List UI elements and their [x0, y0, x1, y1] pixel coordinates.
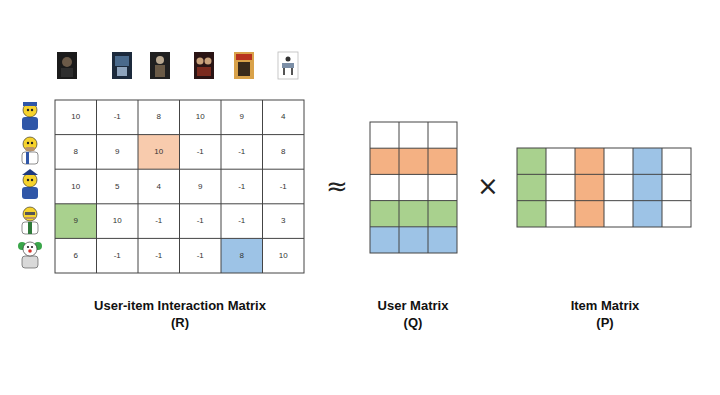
matrix-cell-value: 6 — [74, 252, 78, 260]
matrix-symbol: (P) — [596, 316, 613, 329]
user-row-orange — [370, 148, 457, 174]
matrix-cell-value: -1 — [280, 183, 287, 191]
user-avatar — [22, 137, 38, 164]
item-col-orange — [575, 148, 604, 227]
matrix-caption: Item Matrix — [571, 299, 640, 312]
movie-poster — [150, 52, 170, 79]
matrix-cell-value: -1 — [197, 252, 204, 260]
user-matrix-grid — [370, 122, 457, 253]
user-avatar — [22, 207, 38, 234]
matrix-cell-value: 10 — [196, 113, 205, 121]
matrix-cell-value: -1 — [197, 148, 204, 156]
matrix-cell-value: 9 — [74, 217, 78, 225]
movie-poster — [112, 52, 132, 79]
matrix-cell-value: -1 — [238, 148, 245, 156]
matrix-cell-value: 8 — [240, 252, 244, 260]
movie-poster — [57, 52, 77, 79]
matrix-cell-value: 4 — [157, 183, 161, 191]
matrix-cell-value: 5 — [115, 183, 119, 191]
user-characters — [18, 102, 42, 268]
interaction-matrix-grid — [55, 100, 304, 273]
user-avatar — [18, 242, 42, 268]
item-matrix-grid — [517, 148, 691, 227]
matrix-cell-value: 8 — [281, 148, 285, 156]
matrix-cell-value: -1 — [238, 217, 245, 225]
matrix-cell-value: 9 — [240, 113, 244, 121]
matrix-cell-value: -1 — [155, 217, 162, 225]
matrix-cell-value: 9 — [198, 183, 202, 191]
movie-posters — [57, 52, 298, 79]
matrix-cell-value: 8 — [157, 113, 161, 121]
matrix-cell-value: 10 — [154, 148, 163, 156]
highlight-cell — [138, 135, 180, 170]
matrix-symbol: (Q) — [404, 316, 423, 329]
user-avatar — [22, 102, 38, 130]
grid-lines — [55, 100, 304, 273]
matrix-cell-value: -1 — [197, 217, 204, 225]
highlight-cell — [221, 238, 263, 273]
matrix-cell-value: 10 — [113, 217, 122, 225]
grid-lines — [370, 122, 457, 253]
multiply-symbol: × — [477, 173, 499, 199]
matrix-cell-value: -1 — [155, 252, 162, 260]
user-avatar — [22, 169, 38, 199]
highlight-cell — [55, 204, 97, 239]
matrix-caption: User Matrix — [378, 299, 449, 312]
matrix-border — [55, 100, 304, 273]
user-row-blue — [370, 227, 457, 253]
grid-lines — [517, 148, 691, 227]
matrix-cell-value: -1 — [114, 252, 121, 260]
matrix-border — [517, 148, 691, 227]
matrix-caption: User-item Interaction Matrix — [94, 299, 266, 312]
matrix-cell-value: 4 — [281, 113, 285, 121]
matrix-cell-value: 10 — [71, 113, 80, 121]
matrix-cell-value: 9 — [115, 148, 119, 156]
matrix-cell-value: -1 — [114, 113, 121, 121]
item-col-green — [517, 148, 546, 227]
approx-symbol: ≈ — [326, 173, 348, 199]
matrix-cell-value: 3 — [281, 217, 285, 225]
user-row-green — [370, 201, 457, 227]
matrix-cell-value: 8 — [74, 148, 78, 156]
matrix-cell-value: -1 — [238, 183, 245, 191]
matrix-symbol: (R) — [171, 316, 189, 329]
item-col-blue — [633, 148, 662, 227]
movie-poster — [278, 52, 298, 79]
matrix-border — [370, 122, 457, 253]
matrix-cell-value: 10 — [279, 252, 288, 260]
movie-poster — [194, 52, 214, 79]
movie-poster — [234, 52, 254, 79]
matrix-cell-value: 10 — [71, 183, 80, 191]
